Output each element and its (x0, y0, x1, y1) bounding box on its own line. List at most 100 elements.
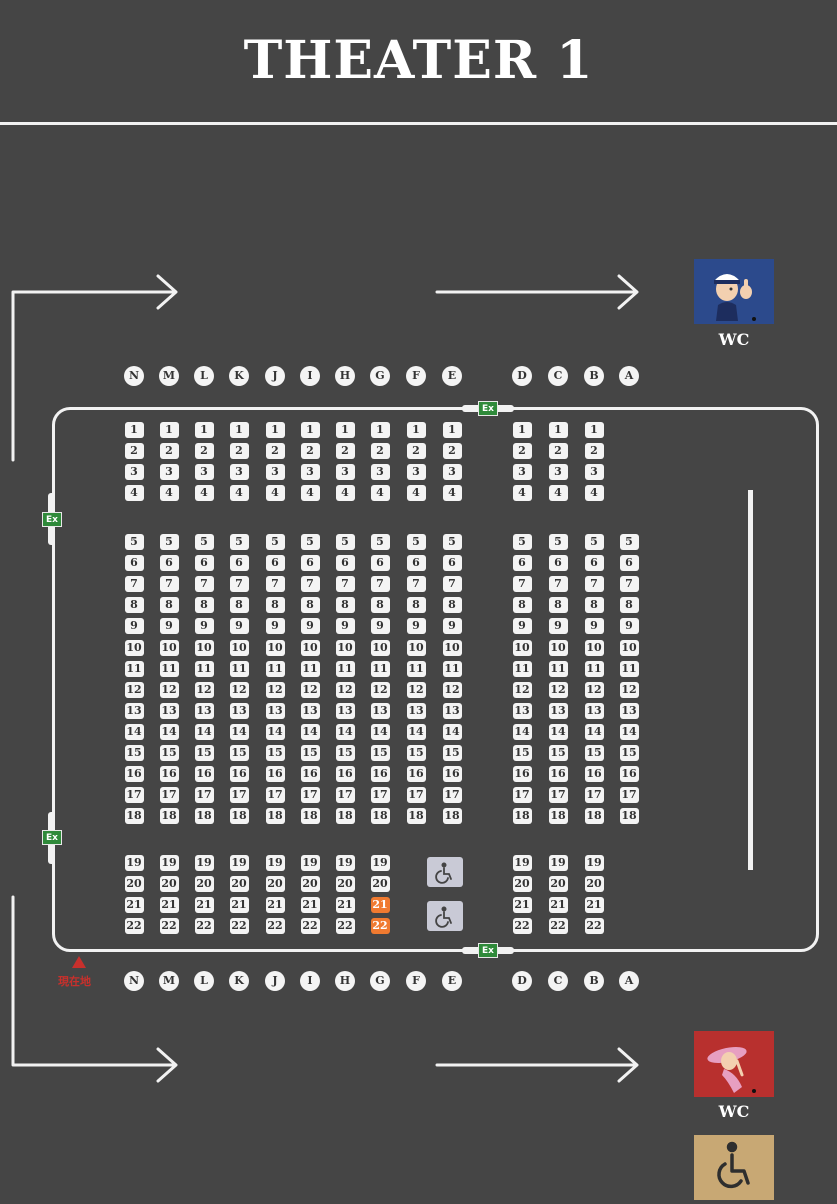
seat-G-6[interactable]: 6 (370, 555, 390, 572)
seat-H-13[interactable]: 13 (335, 702, 355, 719)
seat-K-15[interactable]: 15 (229, 745, 249, 761)
seat-M-2[interactable]: 2 (159, 443, 179, 460)
seat-G-2[interactable]: 2 (370, 443, 390, 460)
seat-M-9[interactable]: 9 (159, 618, 179, 635)
seat-D-6[interactable]: 6 (512, 555, 532, 572)
seat-G-16[interactable]: 16 (370, 766, 390, 783)
seat-H-1[interactable]: 1 (335, 422, 355, 438)
seat-A-17[interactable]: 17 (619, 787, 639, 804)
seat-C-4[interactable]: 4 (548, 485, 568, 502)
seat-H-18[interactable]: 18 (335, 808, 355, 825)
seat-C-17[interactable]: 17 (548, 787, 568, 804)
seat-J-17[interactable]: 17 (265, 787, 285, 804)
seat-J-12[interactable]: 12 (265, 681, 285, 698)
seat-J-14[interactable]: 14 (265, 723, 285, 740)
seat-L-13[interactable]: 13 (194, 702, 214, 719)
seat-J-6[interactable]: 6 (265, 555, 285, 572)
seat-D-18[interactable]: 18 (512, 808, 532, 825)
seat-D-21[interactable]: 21 (512, 897, 532, 914)
seat-C-9[interactable]: 9 (548, 618, 568, 635)
seat-H-22[interactable]: 22 (335, 918, 355, 935)
seat-N-18[interactable]: 18 (124, 808, 144, 825)
seat-D-8[interactable]: 8 (512, 597, 532, 614)
seat-H-5[interactable]: 5 (335, 534, 355, 550)
seat-E-18[interactable]: 18 (442, 808, 462, 825)
seat-J-8[interactable]: 8 (265, 597, 285, 614)
seat-J-18[interactable]: 18 (265, 808, 285, 825)
seat-C-3[interactable]: 3 (548, 464, 568, 481)
seat-D-11[interactable]: 11 (512, 660, 532, 677)
seat-B-20[interactable]: 20 (584, 876, 604, 893)
seat-F-4[interactable]: 4 (406, 485, 426, 502)
seat-F-8[interactable]: 8 (406, 597, 426, 614)
seat-C-22[interactable]: 22 (548, 918, 568, 935)
seat-B-8[interactable]: 8 (584, 597, 604, 614)
seat-K-17[interactable]: 17 (229, 787, 249, 804)
seat-D-12[interactable]: 12 (512, 681, 532, 698)
seat-E-16[interactable]: 16 (442, 766, 462, 783)
seat-B-4[interactable]: 4 (584, 485, 604, 502)
seat-A-12[interactable]: 12 (619, 681, 639, 698)
seat-K-14[interactable]: 14 (229, 723, 249, 740)
seat-H-11[interactable]: 11 (335, 660, 355, 677)
seat-L-20[interactable]: 20 (194, 876, 214, 893)
seat-D-7[interactable]: 7 (512, 576, 532, 593)
seat-M-19[interactable]: 19 (159, 855, 179, 871)
seat-J-7[interactable]: 7 (265, 576, 285, 593)
seat-C-7[interactable]: 7 (548, 576, 568, 593)
seat-C-5[interactable]: 5 (548, 534, 568, 550)
seat-I-9[interactable]: 9 (300, 618, 320, 635)
seat-C-6[interactable]: 6 (548, 555, 568, 572)
seat-H-19[interactable]: 19 (335, 855, 355, 871)
seat-K-12[interactable]: 12 (229, 681, 249, 698)
seat-I-15[interactable]: 15 (300, 745, 320, 761)
seat-H-2[interactable]: 2 (335, 443, 355, 460)
seat-A-14[interactable]: 14 (619, 723, 639, 740)
seat-K-21[interactable]: 21 (229, 897, 249, 914)
seat-M-17[interactable]: 17 (159, 787, 179, 804)
seat-A-18[interactable]: 18 (619, 808, 639, 825)
seat-B-6[interactable]: 6 (584, 555, 604, 572)
seat-H-9[interactable]: 9 (335, 618, 355, 635)
seat-K-3[interactable]: 3 (229, 464, 249, 481)
seat-K-20[interactable]: 20 (229, 876, 249, 893)
seat-L-10[interactable]: 10 (194, 639, 214, 656)
seat-C-11[interactable]: 11 (548, 660, 568, 677)
seat-A-11[interactable]: 11 (619, 660, 639, 677)
seat-H-8[interactable]: 8 (335, 597, 355, 614)
seat-M-3[interactable]: 3 (159, 464, 179, 481)
seat-L-7[interactable]: 7 (194, 576, 214, 593)
seat-B-1[interactable]: 1 (584, 422, 604, 438)
seat-I-16[interactable]: 16 (300, 766, 320, 783)
seat-K-5[interactable]: 5 (229, 534, 249, 550)
seat-D-22[interactable]: 22 (512, 918, 532, 935)
seat-I-13[interactable]: 13 (300, 702, 320, 719)
seat-C-16[interactable]: 16 (548, 766, 568, 783)
seat-F-5[interactable]: 5 (406, 534, 426, 550)
seat-F-10[interactable]: 10 (406, 639, 426, 656)
seat-I-20[interactable]: 20 (300, 876, 320, 893)
seat-N-5[interactable]: 5 (124, 534, 144, 550)
seat-L-11[interactable]: 11 (194, 660, 214, 677)
seat-I-2[interactable]: 2 (300, 443, 320, 460)
seat-F-6[interactable]: 6 (406, 555, 426, 572)
seat-N-14[interactable]: 14 (124, 723, 144, 740)
seat-B-18[interactable]: 18 (584, 808, 604, 825)
seat-J-16[interactable]: 16 (265, 766, 285, 783)
seat-G-19[interactable]: 19 (370, 855, 390, 871)
seat-K-18[interactable]: 18 (229, 808, 249, 825)
seat-B-3[interactable]: 3 (584, 464, 604, 481)
seat-K-4[interactable]: 4 (229, 485, 249, 502)
seat-C-12[interactable]: 12 (548, 681, 568, 698)
seat-N-2[interactable]: 2 (124, 443, 144, 460)
seat-F-11[interactable]: 11 (406, 660, 426, 677)
seat-M-20[interactable]: 20 (159, 876, 179, 893)
seat-I-7[interactable]: 7 (300, 576, 320, 593)
seat-G-5[interactable]: 5 (370, 534, 390, 550)
seat-F-2[interactable]: 2 (406, 443, 426, 460)
seat-E-2[interactable]: 2 (442, 443, 462, 460)
seat-I-17[interactable]: 17 (300, 787, 320, 804)
seat-B-5[interactable]: 5 (584, 534, 604, 550)
seat-N-22[interactable]: 22 (124, 918, 144, 935)
seat-G-13[interactable]: 13 (370, 702, 390, 719)
